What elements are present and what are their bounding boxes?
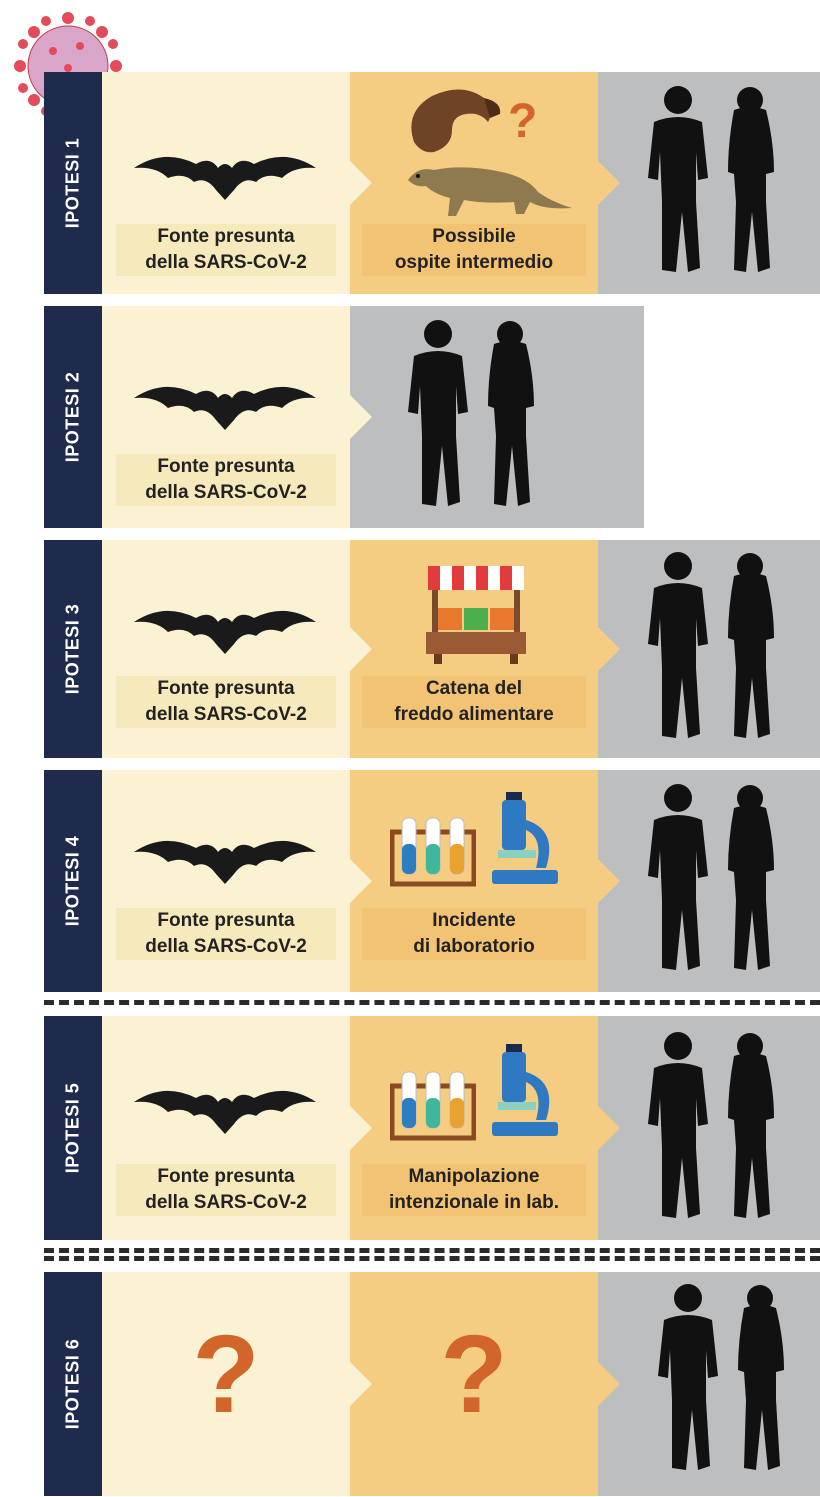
test-tubes-icon: [390, 817, 476, 887]
people-silhouette-icon: [408, 320, 534, 506]
question-mark: ?: [192, 1313, 260, 1436]
hypothesis-tag: IPOTESI 4: [44, 770, 102, 992]
bat-icon: [134, 1090, 316, 1134]
question-mark: ?: [440, 1313, 508, 1436]
intermediate-label: Catena del freddo alimentare: [362, 676, 586, 728]
source-panel: Fonte presunta della SARS-CoV-2: [102, 72, 372, 294]
source-label: Fonte presunta della SARS-CoV-2: [116, 454, 336, 506]
people-silhouette-icon: [648, 1032, 774, 1218]
intermediate-panel: Catena del freddo alimentare: [350, 540, 620, 758]
human-panel: [598, 1016, 820, 1240]
intermediate-label: Possibile ospite intermedio: [362, 224, 586, 276]
hypothesis-row-5: IPOTESI 5 Fonte presunta della SARS-CoV-…: [44, 1016, 820, 1240]
bat-icon: [134, 840, 316, 884]
microscope-icon: [492, 792, 558, 884]
hypothesis-tag: IPOTESI 6: [44, 1272, 102, 1496]
separator-line: [44, 1248, 820, 1253]
hypothesis-row-4: IPOTESI 4 Fonte presunta della SARS-CoV-…: [44, 770, 820, 992]
hypothesis-tag: IPOTESI 2: [44, 306, 102, 528]
people-silhouette-icon: [648, 86, 774, 272]
source-panel: Fonte presunta della SARS-CoV-2: [102, 306, 372, 528]
people-silhouette-icon: [648, 552, 774, 738]
source-panel: Fonte presunta della SARS-CoV-2: [102, 540, 372, 758]
bat-icon: [134, 610, 316, 654]
separator-line: [44, 1256, 820, 1261]
question-mark: ?: [508, 95, 538, 148]
source-label: Fonte presunta della SARS-CoV-2: [116, 1164, 336, 1216]
hypothesis-tag: IPOTESI 1: [44, 72, 102, 294]
bat-icon: [134, 386, 316, 430]
source-label: Fonte presunta della SARS-CoV-2: [116, 908, 336, 960]
source-panel: ?: [102, 1272, 372, 1496]
intermediate-panel: ? Possibile ospite intermedio: [350, 72, 620, 294]
separator-line: [44, 1000, 820, 1005]
civet-icon: [408, 167, 572, 216]
human-panel: [350, 306, 644, 528]
source-label: Fonte presunta della SARS-CoV-2: [116, 224, 336, 276]
intermediate-panel: Manipolazione intenzionale in lab.: [350, 1016, 620, 1240]
hypothesis-row-1: IPOTESI 1 Fonte presunta della SARS-CoV-…: [44, 72, 820, 294]
hypothesis-tag: IPOTESI 5: [44, 1016, 102, 1240]
intermediate-label: Manipolazione intenzionale in lab.: [362, 1164, 586, 1216]
human-panel: [598, 72, 820, 294]
intermediate-panel: Incidente di laboratorio: [350, 770, 620, 992]
people-silhouette-icon: [648, 784, 774, 970]
intermediate-panel: ?: [350, 1272, 620, 1496]
intermediate-label: Incidente di laboratorio: [362, 908, 586, 960]
bat-icon: [134, 156, 316, 200]
source-panel: Fonte presunta della SARS-CoV-2: [102, 770, 372, 992]
human-panel: [598, 770, 820, 992]
market-stall-icon: [426, 566, 526, 664]
hypothesis-row-3: IPOTESI 3 Fonte presunta della SARS-CoV-…: [44, 540, 820, 758]
hypothesis-tag: IPOTESI 3: [44, 540, 102, 758]
hypothesis-row-2: IPOTESI 2 Fonte presunta della SARS-CoV-…: [44, 306, 820, 528]
source-label: Fonte presunta della SARS-CoV-2: [116, 676, 336, 728]
test-tubes-icon: [390, 1071, 476, 1141]
microscope-icon: [492, 1044, 558, 1136]
pangolin-icon: [411, 89, 501, 153]
source-panel: Fonte presunta della SARS-CoV-2: [102, 1016, 372, 1240]
hypothesis-row-6: IPOTESI 6 ? ?: [44, 1272, 820, 1496]
people-silhouette-icon: [658, 1284, 784, 1470]
human-panel: [598, 1272, 820, 1496]
human-panel: [598, 540, 820, 758]
